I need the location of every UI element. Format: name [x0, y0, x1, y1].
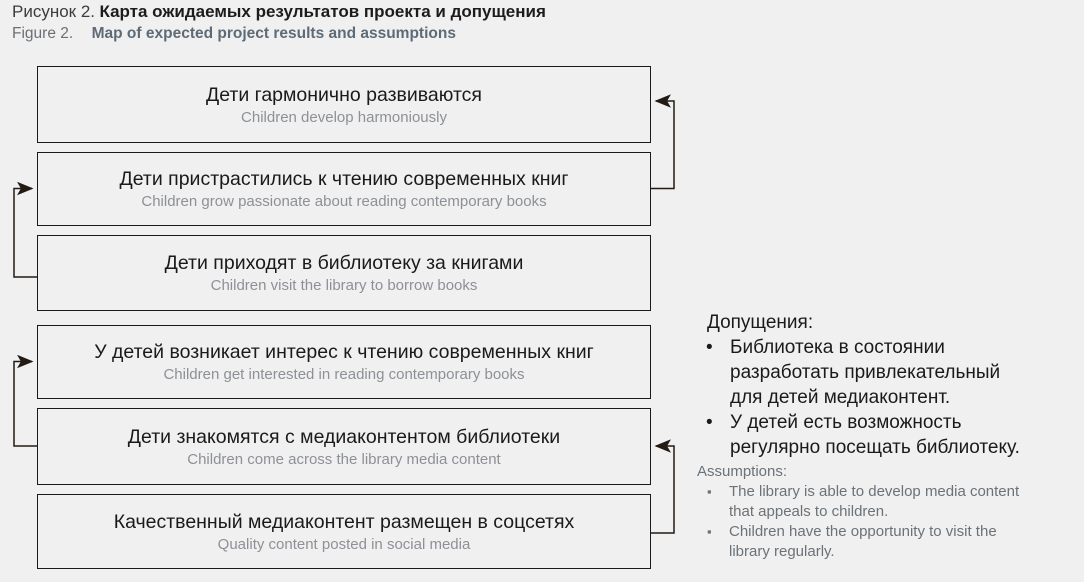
bullet-icon: ▪ [707, 524, 712, 539]
connector-box5-to-box4 [13, 354, 37, 447]
caption-english-line: Figure 2. Map of expected project result… [12, 23, 732, 44]
assumption-item-ru-1-text: Библиотека в состоянии разработать привл… [730, 337, 1001, 408]
assumption-item-ru-1: • Библиотека в состоянии разработать при… [697, 335, 1077, 410]
bullet-icon: • [706, 412, 713, 433]
assumption-item-en-1-text: The library is able to develop media con… [729, 483, 1020, 520]
result-box-4-ru: У детей возникает интерес к чтению совре… [94, 341, 594, 363]
connector-box2-to-box1 [651, 94, 675, 190]
connector-box6-to-box5 [651, 439, 675, 534]
result-box-1-ru: Дети гармонично развиваются [206, 83, 482, 106]
assumptions-heading-en: Assumptions: [697, 463, 788, 480]
result-box-5-en: Children come across the library media c… [187, 450, 501, 468]
caption-russian-title: Карта ожидаемых результатов проекта и до… [99, 2, 546, 21]
caption-russian-line: Рисунок 2. Карта ожидаемых результатов п… [12, 1, 732, 23]
result-box-1[interactable]: Дети гармонично развиваются Children dev… [37, 66, 651, 143]
result-box-5[interactable]: Дети знакомятся с медиаконтентом библиот… [37, 408, 651, 485]
result-box-4-en: Children get interested in reading conte… [163, 366, 525, 383]
caption-english-number: Figure 2. [12, 25, 74, 42]
result-box-6-en: Quality content posted in social media [217, 535, 471, 553]
result-box-3-ru: Дети приходят в библиотеку за книгами [164, 252, 524, 274]
result-box-2-en: Children grow passionate about reading c… [141, 193, 547, 210]
connector-box3-to-box2 [13, 181, 37, 278]
assumptions-panel: Допущения: • Библиотека в состоянии разр… [697, 310, 1077, 562]
assumption-item-en-2: ▪ Children have the opportunity to visit… [697, 522, 1077, 562]
result-box-3-en: Children visit the library to borrow boo… [210, 277, 478, 294]
assumption-item-ru-2: • У детей есть возможность регулярно пос… [697, 410, 1077, 460]
caption-english-title: Map of expected project results and assu… [91, 25, 456, 42]
caption-russian-number: Рисунок 2. [12, 2, 96, 21]
assumptions-heading-ru: Допущения: [707, 312, 814, 333]
bullet-icon: • [706, 337, 713, 358]
result-box-4[interactable]: У детей возникает интерес к чтению совре… [37, 325, 651, 399]
assumption-item-en-1: ▪ The library is able to develop media c… [697, 482, 1077, 522]
result-box-2-ru: Дети пристрастились к чтению современных… [119, 168, 569, 190]
figure-caption: Рисунок 2. Карта ожидаемых результатов п… [12, 1, 732, 44]
bullet-icon: ▪ [707, 484, 712, 499]
assumption-item-ru-2-text: У детей есть возможность регулярно посещ… [730, 412, 1020, 458]
result-box-3[interactable]: Дети приходят в библиотеку за книгами Ch… [37, 235, 651, 311]
result-box-2[interactable]: Дети пристрастились к чтению современных… [37, 152, 651, 226]
result-box-5-ru: Дети знакомятся с медиаконтентом библиот… [127, 425, 561, 448]
assumption-item-en-2-text: Children have the opportunity to visit t… [729, 523, 997, 560]
result-box-6[interactable]: Качественный медиаконтент размещен в соц… [37, 494, 651, 569]
result-box-1-en: Children develop harmoniously [241, 108, 447, 126]
result-box-6-ru: Качественный медиаконтент размещен в соц… [113, 510, 575, 533]
